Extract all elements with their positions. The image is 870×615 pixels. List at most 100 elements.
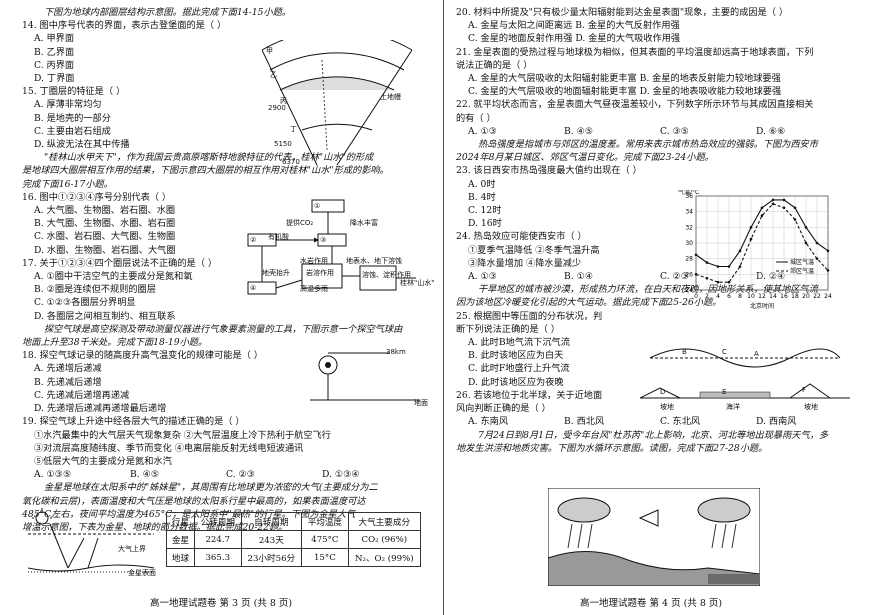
answer-option: B. ④⑤ bbox=[130, 469, 160, 481]
water-cycle-diagram bbox=[548, 488, 760, 586]
data-point bbox=[694, 253, 698, 257]
answer-option: B. 西北风 bbox=[564, 416, 605, 428]
text-line: C. 此时F地盛行上升气流 bbox=[468, 363, 570, 375]
text-line: A. 先递增后递减 bbox=[34, 363, 102, 375]
text-line: 热岛强度是指城市与郊区的温度差。常用来表示城市热岛效应的强弱。下图为西安市 bbox=[478, 139, 818, 151]
sphere-3-label: ③ bbox=[320, 236, 327, 244]
table-cell: N₂、O₂ (99%) bbox=[347, 548, 422, 567]
left-page-footer: 高一地理试题卷 第 3 页 (共 8 页) bbox=[150, 598, 293, 609]
text-line: C. 先递减后递增再递减 bbox=[34, 389, 130, 401]
text-line: 是地球四大圈层相互作用的结果，下图示意四大圈层的相互作用对桂林"山水"形成的影响… bbox=[22, 165, 389, 177]
text-line: 24. 热岛效应可能使西安市（ ） bbox=[456, 231, 587, 243]
text-line: 探空气球是高空探测及带动测量仪器进行气象要素测量的工具，下图示意一个探空气球由 bbox=[44, 323, 403, 335]
text-line: ①夏季气温降低 ②冬季气温升高 bbox=[468, 244, 600, 256]
answer-option: A. ①③ bbox=[468, 125, 497, 137]
data-point bbox=[749, 237, 753, 241]
text-line: 16. 图中①②③④序号分别代表（ ） bbox=[22, 191, 172, 203]
data-point bbox=[826, 249, 830, 253]
table-cell: 金星 bbox=[165, 530, 196, 549]
table-header-row: 行星 公转周期 自转周期 平均温度 大气主要成分 bbox=[165, 512, 422, 531]
y-tick-label: 28 bbox=[685, 256, 693, 263]
text-line: B. 此时该地区应为白天 bbox=[468, 350, 564, 362]
text-line: 完成下面16-17小题。 bbox=[22, 178, 113, 190]
label-bing: 丙 bbox=[280, 97, 287, 105]
text-line: 22. 就平均状态而言，金星表面大气昼夜温差较小，下列数字所示环节与其成因直接相… bbox=[456, 99, 814, 111]
text-line: D. 丁界面 bbox=[34, 73, 75, 85]
text-line: 地面上升至38千米处。完成下面18-19小题。 bbox=[22, 337, 208, 349]
text-line: 25. 根据图中等压面的分布状况，判 bbox=[456, 310, 603, 322]
rain-label: 降水丰富 bbox=[350, 219, 378, 227]
text-line: D. 水圈、生物圈、岩石圈、大气圈 bbox=[34, 244, 176, 256]
text-line: D. 16时 bbox=[468, 218, 502, 230]
text-line: 下图为地球内部圈层结构示意图。据此完成下面14-15小题。 bbox=[44, 7, 291, 18]
text-line: A. 甲界面 bbox=[34, 33, 75, 45]
text-line: 23. 该日西安市热岛强度最大值约出现在（ ） bbox=[456, 165, 642, 177]
data-point bbox=[815, 241, 819, 245]
answer-option: B. ④⑤ bbox=[564, 125, 594, 137]
answer-option: D. 西南风 bbox=[756, 416, 797, 428]
text-line: A. 大气圈、生物圈、岩石圈、水圈 bbox=[34, 205, 176, 217]
answer-option: C. ②③ bbox=[660, 271, 690, 283]
data-point bbox=[716, 265, 720, 268]
text-line: 18. 探空气球记录的随高度升高气温变化的规律可能是（ ） bbox=[22, 350, 263, 362]
text-line: A. 金星与太阳之间距离远 B. 金星的大气反射作用强 bbox=[468, 20, 680, 32]
data-point bbox=[771, 198, 775, 202]
data-point bbox=[738, 249, 742, 253]
label-ding: 丁 bbox=[290, 125, 297, 133]
text-line: ⑤低层大气的主要成分是氮和水汽 bbox=[34, 455, 172, 467]
karst-label: 地表水、地下溶蚀 bbox=[346, 257, 402, 265]
text-line: 17. 关于①②③④四个圈层说法不正确的是（ ） bbox=[22, 257, 218, 269]
land-uplift-label: 地壳抬升 bbox=[262, 269, 290, 277]
text-line: A. ①圈中干洁空气的主要成分是氮和氧 bbox=[34, 271, 193, 283]
table-cell: 365.3 bbox=[194, 548, 242, 567]
text-line: 因为该地区冷暖变化引起的大气运动。据此完成下面25-26小题。 bbox=[456, 297, 722, 309]
table-header: 平均温度 bbox=[301, 512, 349, 531]
table-row: 地球 365.3 23小时56分 15°C N₂、O₂ (99%) bbox=[165, 548, 422, 567]
land-left-label: 坡地 bbox=[660, 403, 674, 411]
x-tick-label: 22 bbox=[813, 293, 821, 300]
y-tick-label: 36 bbox=[685, 193, 693, 200]
x-tick-label: 10 bbox=[747, 293, 755, 300]
text-line: 2024年8月某日城区、郊区气温日变化。完成下面23-24小题。 bbox=[456, 152, 714, 164]
x-tick-label: 12 bbox=[758, 293, 766, 300]
text-line: 断下列说法正确的是（ ） bbox=[456, 323, 560, 335]
balloon-diagram bbox=[310, 352, 420, 401]
text-line: 金星是地球在太阳系中的"姊妹星"，其周围有比地球更为浓密的大气(主要成分为二 bbox=[44, 482, 378, 494]
table-cell: CO₂ (96%) bbox=[347, 530, 422, 549]
x-tick-label: 4 bbox=[716, 293, 720, 300]
data-point bbox=[716, 280, 720, 284]
sphere-1-label: ① bbox=[314, 202, 321, 210]
text-line: A. 金星的大气层吸收的太阳辐射能更丰富 B. 金星的地表反射能力较地球要强 bbox=[468, 73, 781, 85]
data-point bbox=[793, 206, 797, 210]
text-line: 增温示意图，下表为金星、地球的部分数据。据此完成20-22题。 bbox=[22, 521, 288, 533]
page-divider bbox=[443, 0, 444, 615]
sea-label: 海洋 bbox=[726, 403, 740, 411]
text-line: 21. 金星表面的受热过程与地球极为相似，但其表面的平均温度却远高于地球表面，下… bbox=[456, 46, 814, 58]
answer-option: C. ③⑤ bbox=[660, 125, 690, 137]
y-tick-label: 34 bbox=[685, 209, 693, 216]
answer-option: D. ①③④ bbox=[322, 469, 360, 481]
x-tick-label: 0 bbox=[694, 293, 698, 300]
ground-label: 地面 bbox=[414, 399, 428, 407]
table-cell: 243天 bbox=[240, 530, 303, 549]
text-line: B. ②圈是连续但不规则的圈层 bbox=[34, 284, 156, 296]
text-line: ③降水量增加 ④降水量减少 bbox=[468, 257, 582, 269]
x-tick-label: 16 bbox=[780, 293, 788, 300]
text-line: C. 金星的大气层吸收的地面辐射能更丰富 D. 金星的地表吸收能力较地球要强 bbox=[468, 86, 782, 98]
text-line: C. 12时 bbox=[468, 205, 502, 217]
text-line: ①水汽最集中的大气层天气现象复杂 ②大气层温度上冷下热利于航空飞行 bbox=[34, 429, 331, 441]
answer-option: C. ②③ bbox=[226, 469, 256, 481]
text-line: D. 此时该地区应为夜晚 bbox=[468, 376, 564, 388]
text-line: 7月24日到8月1日，受今年台风"杜苏芮"北上影响，北京、河北等地出现暴雨天气，… bbox=[478, 429, 829, 441]
text-line: B. 4时 bbox=[468, 191, 496, 203]
data-point bbox=[782, 206, 786, 210]
text-line: C. 金星的地面反射作用强 D. 金星的大气吸收作用强 bbox=[468, 33, 681, 45]
answer-option: A. 东南风 bbox=[468, 416, 509, 428]
legend-label: 城区气温 bbox=[790, 258, 814, 266]
atmosphere-top-label: 大气上界 bbox=[118, 545, 146, 553]
text-line: C. 丙界面 bbox=[34, 59, 75, 71]
